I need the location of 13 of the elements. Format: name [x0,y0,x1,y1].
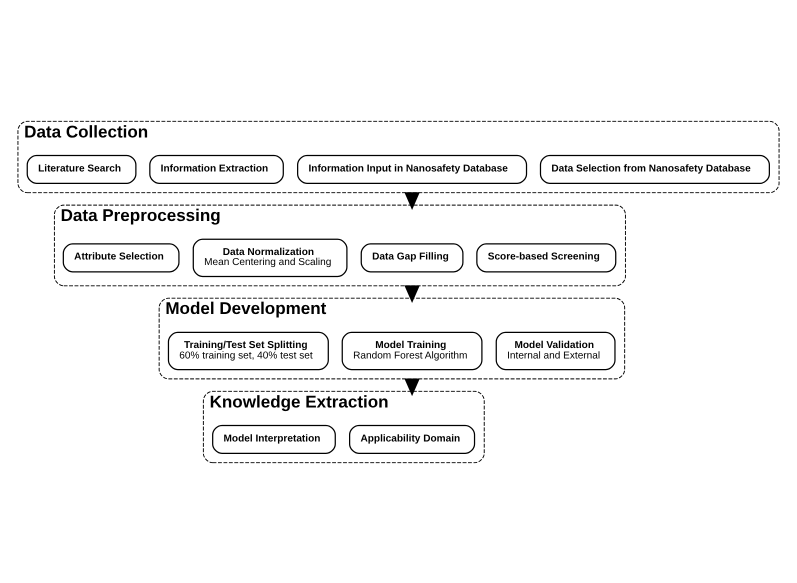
node-box: Data Gap Filling [360,242,464,272]
node-box: Score-based Screening [476,242,616,272]
node-box: Literature Search [26,154,136,184]
node-box: Model Validation Internal and External [496,331,616,370]
node-box: Information Extraction [149,154,284,184]
node-box: Data Normalization Mean Centering and Scaling [192,238,348,277]
node-box: Model Training Random Forest Algorithm [342,331,483,370]
node-box: Model Interpretation [212,424,336,454]
node-box: Attribute Selection [62,242,180,272]
node-box: Applicability Domain [349,424,476,454]
node-box: Training/Test Set Splitting 60% training set, 40% test set [168,331,329,370]
node-box: Data Selection from Nanosafety Database [540,154,770,184]
node-box: Information Input in Nanosafety Database [297,154,528,184]
